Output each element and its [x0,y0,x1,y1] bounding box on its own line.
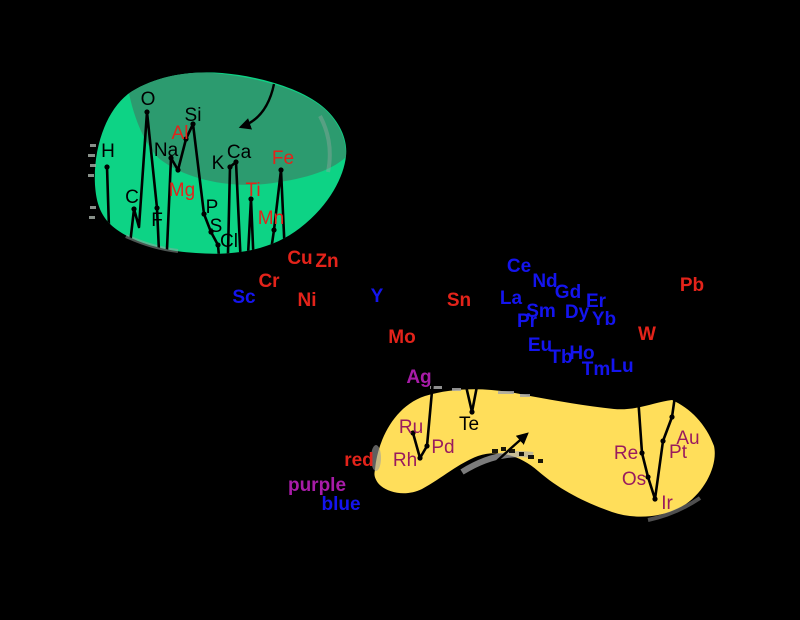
element-label-O: O [141,89,156,110]
rarest-metals-arrow [496,432,529,462]
element-label-Pb: Pb [680,275,704,296]
element-label-Ni: Ni [298,290,317,311]
element-label-Mo: Mo [388,327,415,348]
element-label-Cu: Cu [287,248,312,269]
element-label-Gd: Gd [555,282,581,303]
element-label-Sm: Sm [526,301,556,322]
element-label-Cl: Cl [220,231,238,252]
element-label-Pd: Pd [431,437,454,458]
element-label-Ag: Ag [406,367,431,388]
element-label-Na: Na [154,140,179,161]
element-label-W: W [638,324,656,345]
element-label-F: F [151,210,163,231]
data-point [417,455,423,461]
data-point [190,121,196,127]
element-label-Lu: Lu [610,356,633,377]
shadow-fringe-yellow-notch [460,451,534,475]
element-label-Ir: Ir [661,493,673,514]
element-label-Si: Si [185,105,202,126]
abundance-curve-re-os-ir-pt-au-segment [635,380,679,501]
data-point [215,242,221,248]
element-label-Ce: Ce [507,256,531,277]
element-label-Re: Re [614,443,638,464]
shadow-fringe-yellow-top [430,386,530,397]
element-label-Rh: Rh [393,450,417,471]
data-point [208,229,214,235]
element-label-Ho: Ho [569,343,594,364]
element-label-Yb: Yb [592,309,616,330]
element-label-S: S [210,216,223,237]
data-point [645,474,651,480]
data-point [271,227,277,233]
element-label-Au: Au [676,428,699,449]
element-label-C: C [125,187,139,208]
element-label-Zn: Zn [315,251,338,272]
element-label-Tm: Tm [582,359,611,380]
legend-word-blue: blue [321,494,360,515]
element-label-Cr: Cr [258,271,280,292]
data-point [469,409,475,415]
element-label-P: P [206,197,219,218]
data-point [652,496,658,502]
element-label-Al: Al [172,123,189,144]
data-point [233,159,239,165]
data-point [248,196,254,202]
data-point [278,167,284,173]
element-label-Pt: Pt [669,442,688,463]
shadow-fringe-green-right [318,115,332,173]
element-label-H: H [101,141,115,162]
element-label-Ru: Ru [399,417,423,438]
element-label-Os: Os [622,469,646,490]
data-point [144,109,150,115]
element-label-La: La [500,288,523,309]
data-point [660,438,666,444]
data-point [669,414,675,420]
element-label-Ca: Ca [227,142,252,163]
element-label-Mn: Mn [258,208,284,229]
data-point [131,206,137,212]
element-label-Ti: Ti [245,180,260,201]
element-label-Y: Y [371,286,384,307]
element-label-Fe: Fe [272,148,294,169]
dots-layer-green [104,109,284,248]
data-point [104,164,110,170]
shadow-fringe-green-bottom [125,234,179,253]
rarest-metals-field [374,389,715,517]
shadow-fringe-yellow-bottom-right [647,496,702,522]
element-label-Sc: Sc [232,287,256,308]
shadow-fringe-yellow-left-tip [371,445,381,471]
element-label-Mg: Mg [169,180,195,201]
element-label-Dy: Dy [565,302,590,323]
abundance-curve-ru-rh-pd-ag-segment [411,378,435,460]
data-point [175,167,181,173]
data-point [168,155,174,161]
data-point [639,450,645,456]
element-label-Eu: Eu [528,335,552,356]
element-label-K: K [212,153,225,174]
element-label-Er: Er [586,291,607,312]
element-label-Pr: Pr [517,311,538,332]
data-point [183,136,189,142]
data-point [154,205,160,211]
legend-word-red: red [344,450,374,471]
data-point [410,430,416,436]
legend-word-purple: purple [288,475,346,496]
element-label-Sn: Sn [447,290,471,311]
data-point [424,443,430,449]
dots-layer-yellow [410,409,675,502]
element-label-Nd: Nd [532,271,557,292]
data-point [201,211,207,217]
data-point [227,164,233,170]
element-label-Te: Te [459,414,479,435]
element-label-Tb: Tb [549,347,572,368]
rock-forming-field-arrow [238,83,276,130]
